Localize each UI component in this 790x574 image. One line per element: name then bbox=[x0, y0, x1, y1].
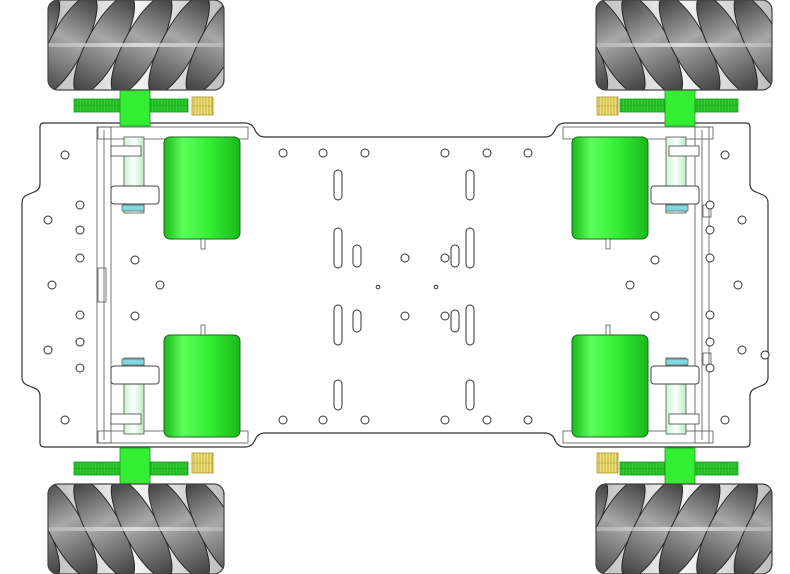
mounting-hole bbox=[75, 225, 85, 235]
dc-motor-icon bbox=[163, 324, 241, 438]
gear-hub-collar bbox=[119, 447, 151, 485]
mounting-hole bbox=[705, 253, 715, 263]
mounting-hole bbox=[75, 253, 85, 263]
mounting-slot bbox=[352, 244, 362, 268]
mounting-slot bbox=[333, 227, 343, 269]
mounting-slots bbox=[333, 169, 475, 411]
mounting-hole bbox=[43, 215, 53, 225]
mecanum-wheel-icon bbox=[47, 483, 225, 574]
mounting-holes bbox=[43, 148, 770, 425]
axle-rl bbox=[110, 357, 160, 435]
mounting-slot bbox=[450, 244, 460, 268]
mecanum-wheel-icon bbox=[47, 0, 225, 91]
mounting-hole bbox=[130, 311, 140, 321]
mounting-hole bbox=[760, 350, 770, 360]
mounting-hole bbox=[705, 310, 715, 320]
left-center-bracket bbox=[97, 267, 107, 303]
mounting-hole bbox=[440, 148, 450, 158]
mounting-hole bbox=[130, 255, 140, 265]
mounting-hole bbox=[360, 148, 370, 158]
center-pin-hole bbox=[433, 284, 439, 290]
mounting-hole bbox=[482, 415, 492, 425]
mounting-hole bbox=[440, 253, 450, 263]
mounting-hole bbox=[278, 148, 288, 158]
mounting-hole bbox=[705, 337, 715, 347]
mounting-hole bbox=[440, 415, 450, 425]
mounting-hole bbox=[75, 200, 85, 210]
mounting-hole bbox=[60, 415, 70, 425]
mounting-hole bbox=[43, 345, 53, 355]
mounting-hole bbox=[440, 311, 450, 321]
mounting-hole bbox=[650, 311, 660, 321]
chassis-plate bbox=[21, 122, 769, 448]
mounting-hole bbox=[75, 337, 85, 347]
mounting-hole bbox=[737, 215, 747, 225]
mounting-hole bbox=[278, 415, 288, 425]
gear-train bbox=[73, 89, 739, 485]
mounting-slot bbox=[333, 379, 343, 411]
mounting-hole bbox=[400, 253, 410, 263]
mounting-hole bbox=[360, 415, 370, 425]
mounting-hole bbox=[47, 280, 57, 290]
mounting-slot bbox=[352, 309, 362, 333]
mounting-slot bbox=[465, 379, 475, 411]
mounting-hole bbox=[650, 255, 660, 265]
axle-fl bbox=[110, 136, 160, 214]
dc-motor-icon bbox=[571, 324, 649, 438]
pinion-gear-icon bbox=[191, 96, 214, 116]
mounting-hole bbox=[400, 311, 410, 321]
axle-fr bbox=[650, 136, 700, 214]
mounting-hole bbox=[75, 310, 85, 320]
mecanum-wheel-icon bbox=[595, 483, 773, 574]
mounting-hole bbox=[705, 363, 715, 373]
mounting-hole bbox=[733, 280, 743, 290]
mounting-hole bbox=[155, 280, 165, 290]
pinion-gear-icon bbox=[596, 96, 619, 116]
mounting-hole bbox=[523, 415, 533, 425]
mounting-hole bbox=[737, 345, 747, 355]
mounting-slot bbox=[333, 304, 343, 346]
dc-motor-icon bbox=[163, 136, 241, 250]
wheel-roller bbox=[223, 484, 224, 574]
pinion-gear-icon bbox=[191, 452, 214, 474]
center-pin-hole bbox=[375, 284, 381, 290]
mounting-hole bbox=[318, 148, 328, 158]
mounting-hole bbox=[720, 150, 730, 160]
right-center-bracket-2 bbox=[702, 352, 712, 366]
gear-hub-collar bbox=[664, 89, 696, 127]
mounting-slot bbox=[465, 304, 475, 346]
mounting-slot bbox=[450, 309, 460, 333]
mounting-hole bbox=[705, 200, 715, 210]
dc-motor-icon bbox=[571, 136, 649, 250]
mounting-hole bbox=[625, 280, 635, 290]
pinion-gear-icon bbox=[596, 452, 619, 474]
mounting-hole bbox=[705, 225, 715, 235]
mounting-slot bbox=[465, 169, 475, 201]
mounting-hole bbox=[60, 150, 70, 160]
mounting-slot bbox=[465, 227, 475, 269]
mounting-hole bbox=[523, 148, 533, 158]
mounting-hole bbox=[318, 415, 328, 425]
wheel-roller bbox=[223, 0, 224, 90]
mounting-hole bbox=[720, 415, 730, 425]
gear-hub-collar bbox=[119, 89, 151, 127]
mounting-hole bbox=[482, 148, 492, 158]
gear-hub-collar bbox=[664, 447, 696, 485]
mounting-hole bbox=[75, 363, 85, 373]
mecanum-wheel-icon bbox=[595, 0, 773, 91]
axle-rr bbox=[650, 357, 700, 435]
mounting-slot bbox=[333, 169, 343, 201]
